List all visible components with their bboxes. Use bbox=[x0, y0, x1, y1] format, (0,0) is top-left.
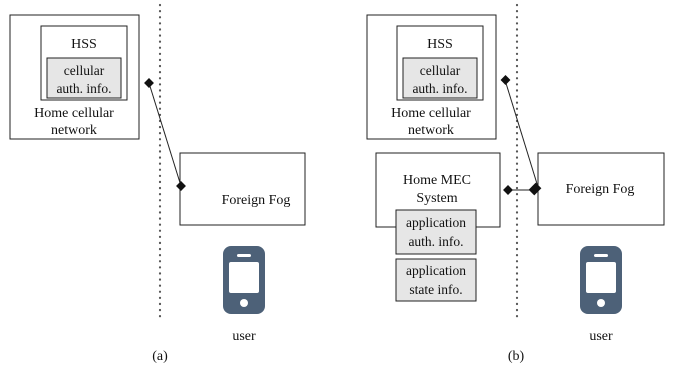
mec-line1: Home MEC bbox=[403, 173, 471, 188]
caption-a: (a) bbox=[152, 349, 168, 364]
home-network-line1-b: Home cellular bbox=[391, 106, 471, 121]
cellular-auth-box-a bbox=[46, 57, 122, 99]
link-endpoint-home-b bbox=[500, 75, 511, 85]
link-endpoint-mec-b bbox=[503, 185, 513, 195]
panel-b: HSS cellular auth. info. Home cellular n… bbox=[366, 3, 665, 364]
caption-b: (b) bbox=[508, 349, 525, 364]
cellular-auth-box-b bbox=[402, 57, 478, 99]
cellular-auth-line1-a: cellular bbox=[64, 63, 105, 78]
link-endpoint-fog-a bbox=[176, 181, 186, 191]
cellular-auth-line1-b: cellular bbox=[420, 63, 461, 78]
app-state-line1: application bbox=[406, 263, 466, 278]
home-network-line2-a: network bbox=[51, 123, 97, 138]
application-state-box bbox=[395, 258, 477, 302]
panel-a: HSS cellular auth. info. Home cellular n… bbox=[9, 3, 306, 364]
link-endpoint-fog-b bbox=[528, 182, 542, 196]
network-link-a bbox=[148, 82, 182, 187]
phone-icon bbox=[580, 246, 622, 314]
home-network-line2-b: network bbox=[408, 123, 454, 138]
home-network-line1-a: Home cellular bbox=[34, 106, 114, 121]
user-label-a: user bbox=[232, 329, 256, 344]
cellular-link-b bbox=[504, 79, 539, 188]
application-auth-box bbox=[395, 209, 477, 255]
phone-icon bbox=[223, 246, 265, 314]
app-state-line2: state info. bbox=[409, 282, 462, 297]
foreign-fog-box-a bbox=[179, 152, 306, 226]
app-auth-line1: application bbox=[406, 215, 466, 230]
mec-line2: System bbox=[416, 191, 457, 206]
link-endpoint-home-a bbox=[144, 78, 154, 88]
hss-label-a: HSS bbox=[71, 37, 97, 52]
app-auth-line2: auth. info. bbox=[408, 234, 463, 249]
foreign-fog-box-b bbox=[537, 152, 665, 226]
cellular-auth-line2-a: auth. info. bbox=[56, 81, 111, 96]
foreign-fog-label-b: Foreign Fog bbox=[566, 182, 635, 197]
foreign-fog-label-a: Foreign Fog bbox=[222, 193, 291, 208]
user-label-b: user bbox=[589, 329, 613, 344]
cellular-auth-line2-b: auth. info. bbox=[412, 81, 467, 96]
hss-label-b: HSS bbox=[427, 37, 453, 52]
